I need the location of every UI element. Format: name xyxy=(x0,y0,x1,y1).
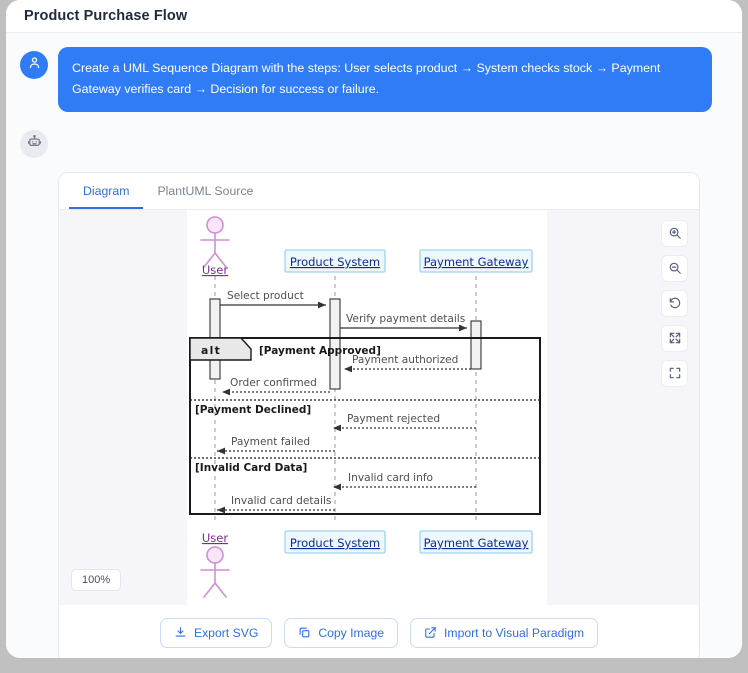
zoom-in-icon xyxy=(668,226,682,240)
message-payment-authorized: Payment authorized xyxy=(344,354,471,373)
zoom-out-button[interactable] xyxy=(661,254,688,282)
tab-diagram[interactable]: Diagram xyxy=(69,173,144,209)
import-visual-paradigm-label: Import to Visual Paradigm xyxy=(444,625,585,640)
assistant-avatar xyxy=(20,129,48,158)
copy-image-label: Copy Image xyxy=(318,625,385,640)
zoom-level-badge: 100% xyxy=(71,568,122,591)
zoom-out-icon xyxy=(668,261,682,275)
robot-icon xyxy=(27,134,42,154)
copy-icon xyxy=(298,626,311,639)
participant-label-product-system-top: Product System xyxy=(290,255,380,269)
participant-label-user-top: User xyxy=(202,263,228,277)
uml-sequence-svg: User Product System Payment Gateway xyxy=(189,215,541,598)
uml-sequence-diagram: User Product System Payment Gateway xyxy=(187,209,547,605)
external-link-icon xyxy=(424,626,437,639)
app-window: Product Purchase Flow Create a UML Seque… xyxy=(6,0,742,658)
export-svg-button[interactable]: Export SVG xyxy=(159,617,273,648)
download-icon xyxy=(174,626,187,639)
participant-label-product-system-bottom: Product System xyxy=(290,536,380,550)
participant-label-payment-gateway-bottom: Payment Gateway xyxy=(424,536,529,550)
diagram-result-card: Diagram PlantUML Source 100% xyxy=(58,171,700,658)
zoom-toolbar xyxy=(661,219,688,387)
message-select-product: Select product xyxy=(220,290,326,309)
participant-user-head[interactable]: User xyxy=(200,215,230,277)
message-order-confirmed: Order confirmed xyxy=(222,377,330,396)
zoom-in-button[interactable] xyxy=(661,219,688,247)
result-tabs: Diagram PlantUML Source xyxy=(59,172,699,210)
user-icon xyxy=(27,55,42,75)
reset-zoom-button[interactable] xyxy=(661,289,688,317)
message-payment-failed: Payment failed xyxy=(217,436,335,455)
fullscreen-icon xyxy=(668,366,682,380)
page-title: Product Purchase Flow xyxy=(24,8,188,24)
window-titlebar: Product Purchase Flow xyxy=(6,0,742,33)
message-label-invalid-card-info: Invalid card info xyxy=(348,472,433,484)
assistant-message-row xyxy=(20,126,728,158)
reset-zoom-icon xyxy=(668,296,682,310)
message-invalid-card-info: Invalid card info xyxy=(333,472,476,491)
user-message-row: Create a UML Sequence Diagram with the s… xyxy=(20,47,728,112)
participant-product-system-foot[interactable]: Product System xyxy=(284,530,386,554)
participant-label-user-bottom: User xyxy=(202,531,228,545)
participant-label-payment-gateway-top: Payment Gateway xyxy=(424,255,529,269)
alt-guard-1: [Payment Approved] xyxy=(259,345,381,357)
user-avatar xyxy=(20,51,48,79)
message-label-payment-authorized: Payment authorized xyxy=(352,354,458,366)
user-message-bubble: Create a UML Sequence Diagram with the s… xyxy=(58,47,712,112)
participant-product-system-head[interactable]: Product System xyxy=(284,249,386,273)
export-svg-label: Export SVG xyxy=(193,625,259,640)
import-visual-paradigm-button[interactable]: Import to Visual Paradigm xyxy=(410,617,599,648)
participant-payment-gateway-foot[interactable]: Payment Gateway xyxy=(419,530,533,554)
message-label-select-product: Select product xyxy=(227,290,304,302)
participant-user-foot[interactable]: User xyxy=(200,531,230,598)
alt-operator-tab xyxy=(189,336,252,361)
tab-plantuml-source[interactable]: PlantUML Source xyxy=(157,183,254,198)
alt-fragment: alt [Payment Approved] Payment authorize… xyxy=(189,336,541,515)
message-payment-rejected: Payment rejected xyxy=(333,413,476,432)
fit-screen-icon xyxy=(668,331,682,345)
message-label-payment-failed: Payment failed xyxy=(231,436,310,448)
fit-screen-button[interactable] xyxy=(661,324,688,352)
diagram-actions: Export SVG Copy Image xyxy=(59,604,699,658)
copy-image-button[interactable]: Copy Image xyxy=(284,617,399,648)
alt-guard-3: [Invalid Card Data] xyxy=(195,462,307,474)
message-label-invalid-card-details: Invalid card details xyxy=(231,495,331,507)
message-label-order-confirmed: Order confirmed xyxy=(230,377,317,389)
fullscreen-button[interactable] xyxy=(661,359,688,387)
alt-guard-2: [Payment Declined] xyxy=(195,404,311,416)
message-invalid-card-details: Invalid card details xyxy=(217,495,335,514)
message-label-verify-payment-details: Verify payment details xyxy=(346,313,465,325)
alt-operator-label: alt xyxy=(201,344,221,357)
message-verify-payment-details: Verify payment details xyxy=(340,313,467,332)
chat-area: Create a UML Sequence Diagram with the s… xyxy=(6,33,742,658)
participant-payment-gateway-head[interactable]: Payment Gateway xyxy=(419,249,533,273)
diagram-canvas[interactable]: 100% xyxy=(59,209,699,605)
message-label-payment-rejected: Payment rejected xyxy=(347,413,440,425)
